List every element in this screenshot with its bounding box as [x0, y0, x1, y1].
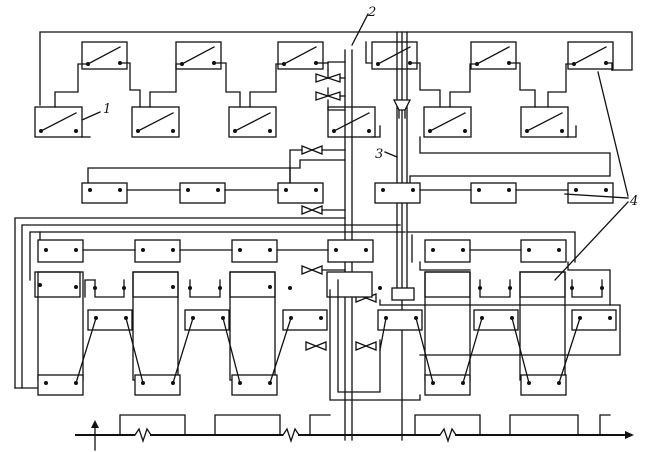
row3-radiators: [37, 239, 567, 263]
right-return-pipes: [329, 234, 621, 401]
top-radiator-row-lower: [34, 106, 569, 138]
diagonal-connections: [75, 317, 581, 384]
valve-icon: [301, 265, 323, 275]
riser-3: 3: [375, 31, 412, 441]
lower-distribution-pipes: [14, 217, 576, 389]
label-1-group: 1: [81, 102, 111, 121]
valves: [289, 61, 377, 351]
row6-radiators: [37, 374, 567, 396]
valve-icon: [315, 87, 341, 101]
middle-radiator-row: [81, 136, 614, 204]
valve-icon: [301, 145, 323, 155]
label-4-group: 4: [554, 71, 638, 281]
valve-icon: [301, 205, 323, 215]
top-row-connections: [54, 41, 613, 138]
label-2: 2: [367, 5, 376, 20]
label-1: 1: [103, 102, 111, 117]
bottom-manifold: [75, 414, 634, 451]
valve-icon: [355, 341, 377, 351]
label-3: 3: [375, 147, 383, 162]
valve-icon: [305, 341, 327, 351]
top-radiator-row-upper: [81, 41, 614, 70]
row4-radiators: [34, 271, 604, 298]
label-4: 4: [629, 194, 638, 209]
row5-radiators: [87, 309, 617, 331]
valve-icon: [315, 69, 341, 83]
riser-2: 2: [344, 5, 376, 441]
